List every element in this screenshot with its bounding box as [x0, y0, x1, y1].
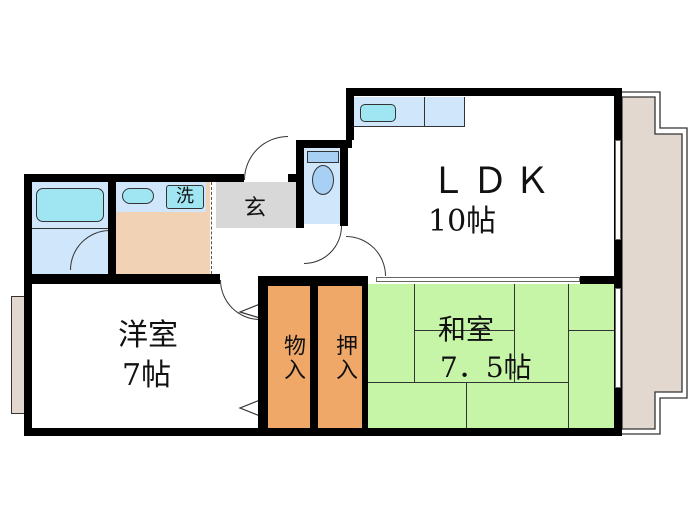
balcony-outline — [620, 90, 688, 436]
kitchen-divider — [424, 97, 425, 127]
entrance-label: 玄 — [244, 196, 267, 221]
wall — [580, 276, 620, 284]
kitchen-sink-icon — [360, 104, 396, 122]
wall — [296, 140, 304, 228]
storage-closet-label: 物入 — [280, 334, 305, 382]
washbasin-icon — [122, 188, 154, 204]
entrance — [216, 182, 296, 228]
tatami-seam — [466, 382, 467, 428]
wall — [108, 174, 116, 278]
washroom-curtain — [211, 182, 214, 274]
wall — [614, 88, 622, 434]
japanese-room — [368, 284, 616, 428]
japanese-room-size: 7．5帖 — [440, 351, 532, 384]
wall — [258, 276, 268, 432]
wall — [24, 274, 220, 284]
western-room — [32, 284, 260, 428]
wall — [24, 174, 244, 182]
storage-closet — [268, 286, 310, 428]
wall — [362, 276, 368, 432]
wall — [24, 174, 32, 434]
japanese-window — [615, 288, 621, 388]
tatami-seam — [414, 330, 514, 331]
western-room-size: 7帖 — [122, 358, 172, 393]
wall — [24, 428, 622, 436]
bathroom-divider — [32, 228, 110, 229]
oshiire-closet — [318, 286, 362, 428]
tatami-seam — [414, 284, 415, 382]
wall — [258, 276, 368, 286]
toilet-tank-icon — [307, 151, 339, 163]
japanese-room-label: 和室 — [438, 313, 495, 346]
tatami-seam — [568, 330, 616, 331]
wall — [346, 88, 354, 140]
sliding-door[interactable] — [376, 277, 580, 282]
tatami-seam — [514, 284, 515, 382]
wall — [288, 174, 304, 182]
wall — [346, 88, 622, 96]
west-window — [11, 296, 25, 414]
tatami-seam — [568, 284, 569, 428]
tatami-seam — [368, 382, 568, 383]
toilet-bowl-icon — [312, 165, 334, 195]
wall — [310, 284, 318, 432]
ldk-label: ＬＤＫ — [430, 161, 557, 202]
wall — [340, 140, 348, 226]
entrance-door[interactable] — [244, 136, 288, 180]
ldk-window — [615, 140, 621, 240]
ldk-size: 10帖 — [428, 204, 497, 239]
western-room-label: 洋室 — [118, 318, 178, 353]
toilet-door[interactable] — [304, 226, 342, 264]
bathtub-icon — [36, 188, 104, 222]
oshiire-closet-label: 押入 — [332, 334, 357, 382]
washer-label: 洗 — [166, 185, 204, 209]
wall — [296, 140, 352, 148]
